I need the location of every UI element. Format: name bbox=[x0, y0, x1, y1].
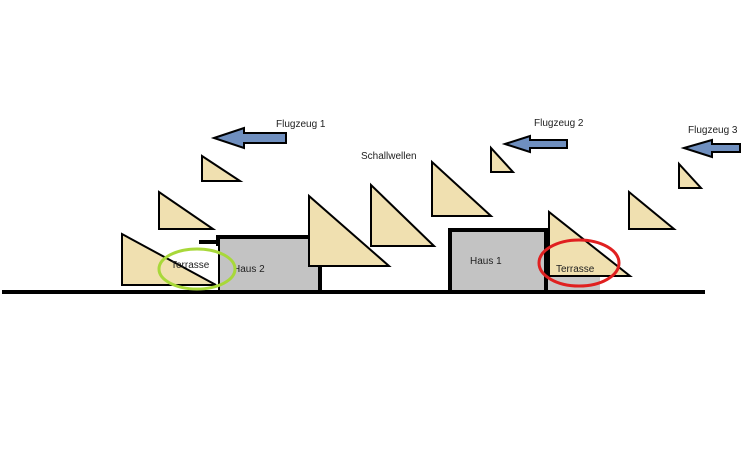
left-arrow-icon bbox=[501, 134, 568, 154]
triangle-icon bbox=[121, 232, 217, 286]
triangle-icon bbox=[490, 145, 516, 173]
house-1-label: Haus 1 bbox=[470, 256, 502, 267]
plane-1-label: Flugzeug 1 bbox=[276, 119, 326, 130]
triangle-icon bbox=[308, 193, 392, 267]
house-2-label: Haus 2 bbox=[233, 264, 265, 275]
soundwaves-label: Schallwellen bbox=[361, 151, 417, 162]
triangle-icon bbox=[548, 209, 633, 277]
plane-arrows bbox=[210, 126, 741, 159]
terrace-right-marker-circle bbox=[537, 238, 621, 288]
terrace-left-marker-circle bbox=[157, 247, 237, 291]
triangle-icon bbox=[370, 182, 437, 247]
terrace-left-label: Terrasse bbox=[171, 260, 210, 271]
sound-waves bbox=[121, 145, 704, 286]
triangle-icon bbox=[628, 189, 677, 230]
plane-2-label: Flugzeug 2 bbox=[534, 118, 584, 129]
left-arrow-icon bbox=[210, 126, 287, 150]
triangle-icon bbox=[678, 161, 704, 189]
terrace-right-label: Terrasse bbox=[556, 264, 595, 275]
left-arrow-icon bbox=[680, 138, 741, 159]
plane-3-label: Flugzeug 3 bbox=[688, 125, 738, 136]
triangle-icon bbox=[201, 154, 244, 182]
triangle-icon bbox=[431, 159, 494, 217]
triangle-icon bbox=[158, 190, 217, 230]
